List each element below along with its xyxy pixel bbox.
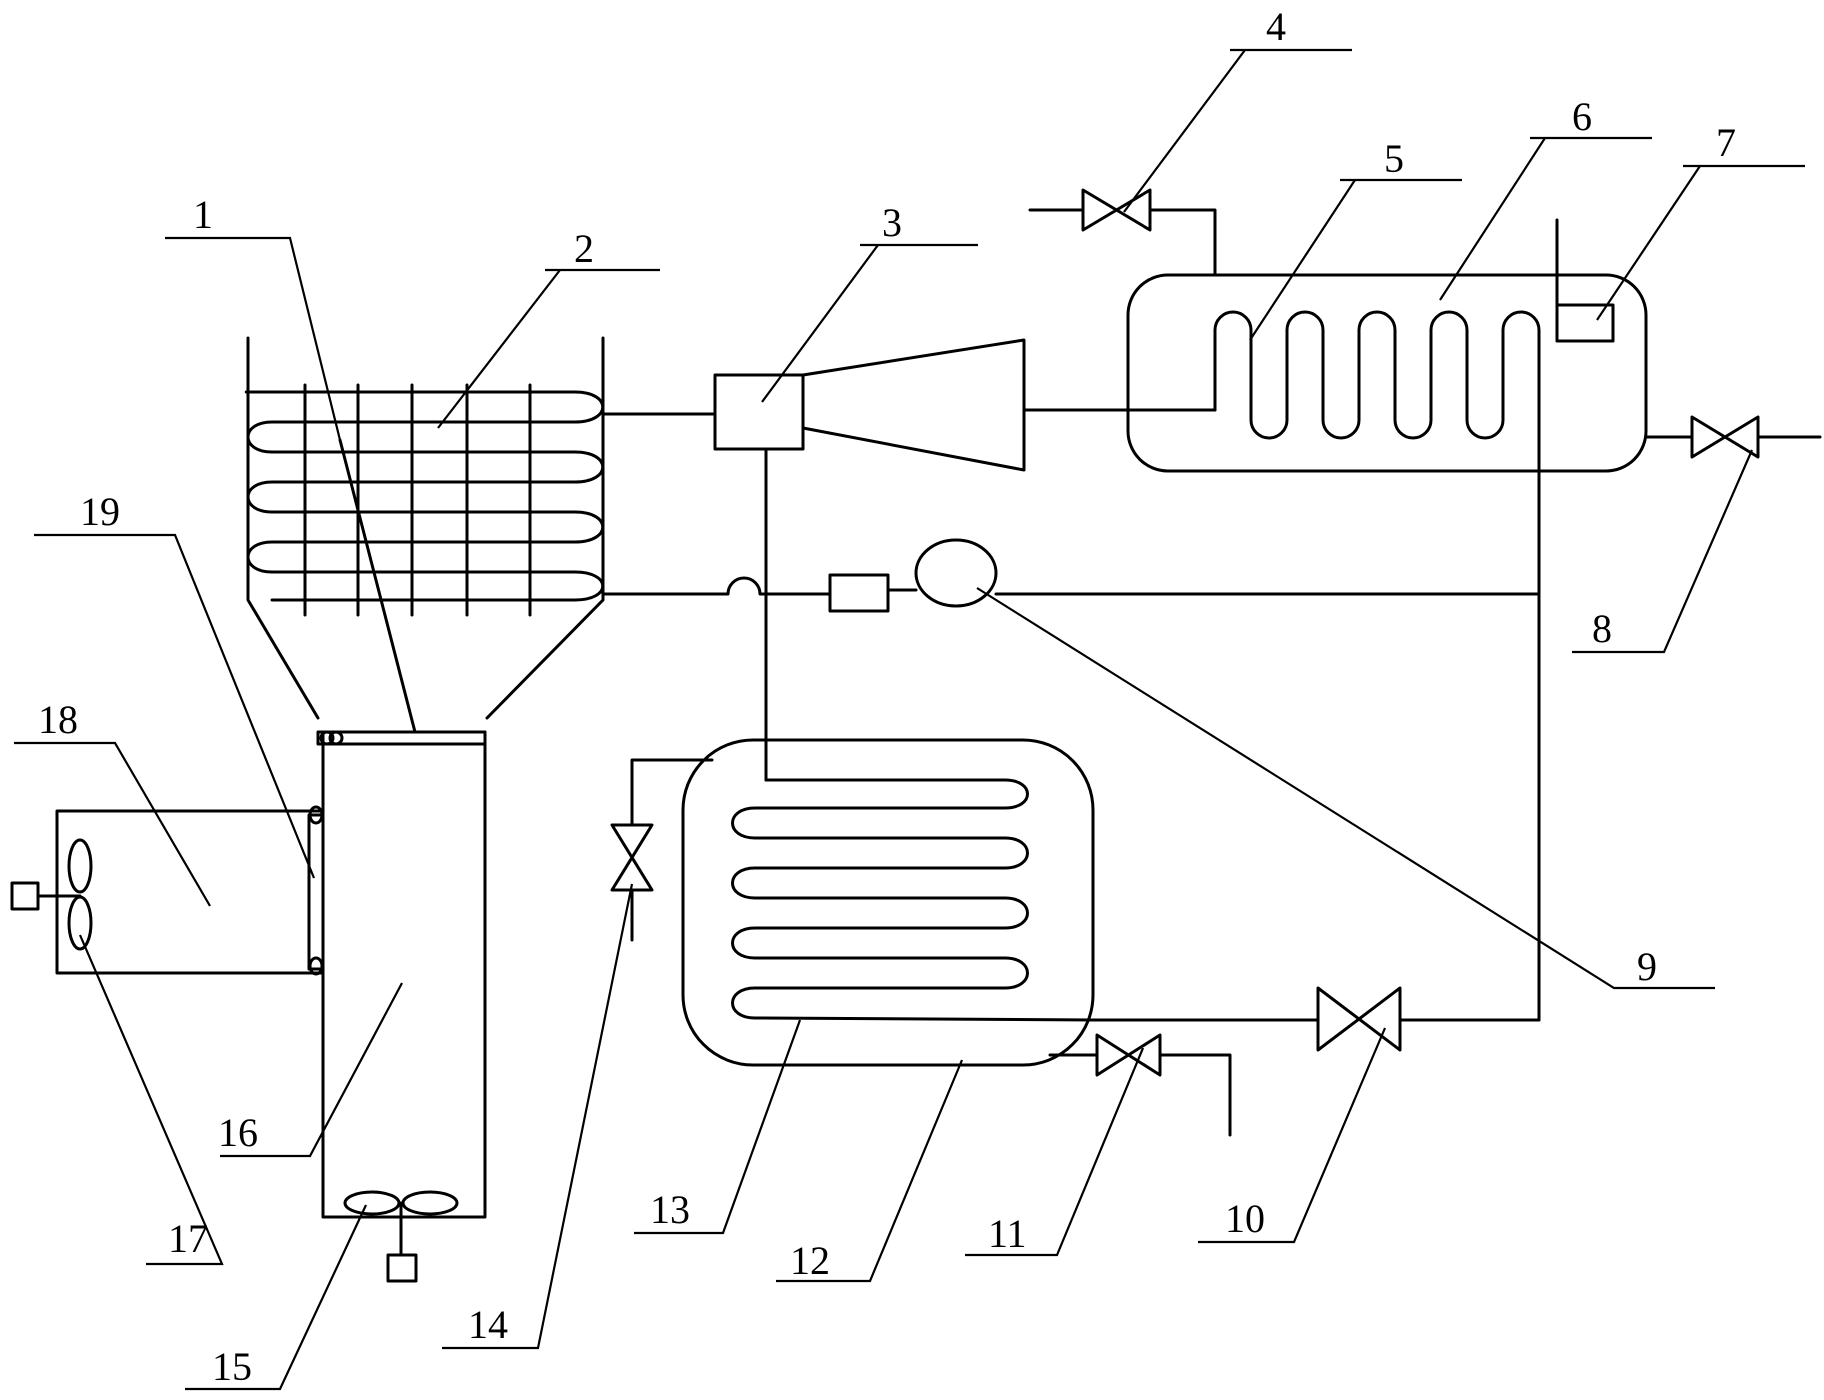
valve-11 <box>1048 1033 1232 1137</box>
valve-8 <box>1644 415 1822 459</box>
label-15: 15 <box>212 1344 252 1389</box>
finned-coil-exchanger <box>245 336 832 734</box>
label-1: 1 <box>193 192 213 237</box>
compressor-9 <box>828 538 1541 613</box>
label-5: 5 <box>1384 136 1404 181</box>
leader-lines <box>14 48 1805 1391</box>
label-7: 7 <box>1716 120 1736 165</box>
label-4: 4 <box>1266 4 1286 49</box>
label-2: 2 <box>574 226 594 271</box>
label-19: 19 <box>80 489 120 534</box>
label-14: 14 <box>468 1302 508 1347</box>
sensor-7 <box>1555 218 1615 343</box>
label-10: 10 <box>1225 1196 1265 1241</box>
label-17: 17 <box>168 1216 208 1261</box>
label-11: 11 <box>988 1211 1027 1256</box>
label-3: 3 <box>882 200 902 245</box>
valve-14 <box>610 758 714 942</box>
valve-10 <box>1316 986 1541 1052</box>
heat-storage-tank <box>1126 273 1648 1022</box>
reference-labels: 1 2 3 4 5 6 7 8 9 10 11 12 13 14 15 16 1… <box>38 4 1736 1389</box>
label-13: 13 <box>650 1187 690 1232</box>
label-8: 8 <box>1592 606 1612 651</box>
label-16: 16 <box>218 1110 258 1155</box>
lower-tank <box>681 738 1320 1067</box>
ejector <box>713 338 1217 782</box>
side-box-18 <box>10 805 325 976</box>
tall-chamber-16 <box>316 730 487 1283</box>
label-12: 12 <box>790 1238 830 1283</box>
label-6: 6 <box>1572 94 1592 139</box>
label-9: 9 <box>1637 944 1657 989</box>
valve-4 <box>1028 188 1217 277</box>
label-18: 18 <box>38 697 78 742</box>
